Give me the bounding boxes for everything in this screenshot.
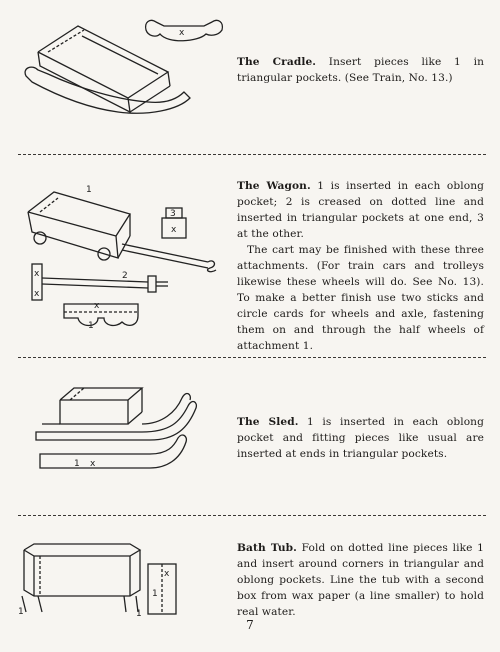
label-1: 1 [88,321,94,331]
label-2: 2 [122,271,128,281]
wagon-title: The Wagon. [237,180,311,192]
label-3: 3 [170,209,176,219]
wagon-illustration: 1 3 x 2 x x x 1 [27,185,217,331]
label-x: x [34,269,40,279]
sled-illustration: 1 x [35,387,198,469]
cradle-body: Insert pieces like 1 in triangular pocke… [237,56,484,84]
label-1: 1 [86,185,92,195]
label-x: x [179,28,185,38]
divider-3 [18,515,486,516]
bathtub-illustration: 1 1 x 1 [18,543,177,619]
sled-title: The Sled. [237,416,299,428]
wagon-text: The Wagon. 1 is inserted in each oblong … [237,178,484,354]
cradle-illustration: x [24,19,224,114]
label-x: x [171,225,177,235]
cradle-title: The Cradle. [237,56,317,68]
label-x: x [94,301,100,311]
sled-body: 1 is inserted in each oblong pocket and … [237,416,484,460]
label-1: 1 [152,589,158,599]
label-x: x [34,289,40,299]
sled-text: The Sled. 1 is inserted in each oblong p… [237,414,484,462]
label-1: 1 [18,607,24,617]
label-x: x [164,569,170,579]
bathtub-body: Fold on dotted line pieces like 1 and in… [237,542,485,618]
bathtub-title: Bath Tub. [237,542,297,554]
wagon-body-2: The cart may be finished with these thre… [237,244,484,352]
page-number: 7 [246,618,254,632]
divider-1 [18,154,486,155]
divider-2 [18,357,486,358]
label-x: x [90,459,96,469]
label-1: 1 [136,609,142,619]
wagon-body: 1 is inserted in each oblong pocket; 2 i… [237,180,485,240]
bathtub-text: Bath Tub. Fold on dotted line pieces lik… [237,540,484,620]
label-1: 1 [74,459,80,469]
cradle-text: The Cradle. Insert pieces like 1 in tria… [237,54,484,86]
